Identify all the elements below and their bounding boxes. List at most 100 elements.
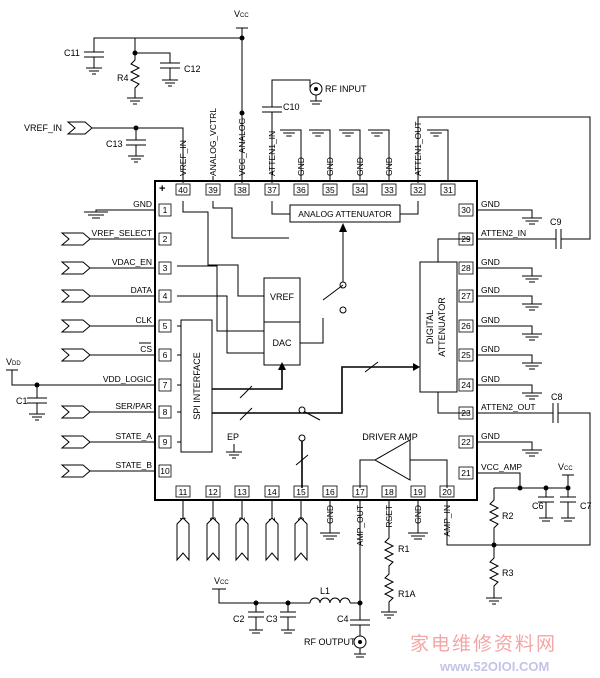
pin-box <box>293 183 309 196</box>
pin-number: 33 <box>384 185 394 195</box>
pin-number: 2 <box>163 234 168 244</box>
pin-box <box>293 485 309 498</box>
pin-box <box>458 466 474 480</box>
pin-label: GND <box>481 285 500 295</box>
pin-box <box>352 183 368 196</box>
svg-text:家电维修资料网: 家电维修资料网 <box>410 633 557 655</box>
pin-number: 14 <box>267 487 277 497</box>
svg-text:R2: R2 <box>502 511 514 521</box>
svg-text:R1A: R1A <box>398 589 416 599</box>
pin-label: GND <box>481 431 500 441</box>
pin-number: 28 <box>461 263 471 273</box>
bottom-data-ports <box>176 500 308 562</box>
pin-box <box>458 435 474 449</box>
watermark: 家电维修资料网 www.52OIOI.COM <box>410 633 557 674</box>
pin-number: 40 <box>178 185 188 195</box>
pin-label: GND <box>133 199 152 209</box>
svg-text:C2: C2 <box>233 614 245 624</box>
rf-input-port: RF INPUT <box>309 82 367 105</box>
svg-text:R3: R3 <box>502 568 514 578</box>
pin-number: 5 <box>163 321 168 331</box>
vcc-top: VCC <box>93 9 249 183</box>
pin-box <box>175 183 191 196</box>
pin-label: VDD_LOGIC <box>103 374 152 384</box>
svg-text:EP: EP <box>227 432 239 442</box>
pin-label: GND <box>481 199 500 209</box>
pin1-marker: + <box>159 183 165 195</box>
pin-label: GND <box>481 257 500 267</box>
pin-box <box>158 319 172 333</box>
pin-number: 16 <box>325 487 335 497</box>
pin-box <box>175 485 191 498</box>
capacitor-c12: C12 <box>135 52 201 87</box>
pin-number: 30 <box>461 205 471 215</box>
exposed-pad: EP <box>226 432 242 459</box>
pin-number: 4 <box>163 291 168 301</box>
bottom-gnd-16 <box>320 500 340 540</box>
svg-text:www.52OIOI.COM: www.52OIOI.COM <box>439 659 549 674</box>
svg-text:VCC: VCC <box>214 576 229 586</box>
pin-number: 1 <box>163 205 168 215</box>
resistor-r4: R4 <box>117 38 143 105</box>
resistor-r2: R2 <box>488 488 514 548</box>
pin-label: SER/PAR <box>115 401 152 411</box>
vcc-amp-network: VCC <box>477 462 574 491</box>
pin-number: 27 <box>461 291 471 301</box>
pin-box <box>158 261 172 275</box>
pin-box <box>322 485 338 498</box>
pin-label: STATE_B <box>115 460 152 470</box>
svg-text:L1: L1 <box>320 586 330 596</box>
svg-text:SPI INTERFACE: SPI INTERFACE <box>192 352 202 420</box>
rf-output-port: RF OUTPUT <box>304 635 367 658</box>
pin-number: 19 <box>413 487 423 497</box>
pin-number: 18 <box>384 487 394 497</box>
svg-text:RF OUTPUT: RF OUTPUT <box>304 637 356 647</box>
pin-box <box>322 183 338 196</box>
pin-number: 37 <box>267 185 277 195</box>
capacitor-c4: C4 <box>337 614 370 636</box>
capacitor-c2: C2 <box>233 603 264 634</box>
pin-number: 31 <box>443 185 453 195</box>
pin-box <box>458 348 474 362</box>
pin-box <box>458 378 474 392</box>
pin-box <box>158 405 172 419</box>
pin-box <box>410 183 426 196</box>
vdd-supply: VDD <box>6 357 155 388</box>
pin-number: 11 <box>179 487 188 497</box>
left-input-ports <box>60 232 155 478</box>
svg-text:C6: C6 <box>532 501 544 511</box>
pin-label: ANALOG_VCTRL <box>208 108 218 176</box>
pin-number: 34 <box>355 185 365 195</box>
svg-text:C8: C8 <box>551 392 563 402</box>
svg-text:C1: C1 <box>16 396 28 406</box>
svg-text:VCC: VCC <box>234 9 249 19</box>
pin-box <box>458 261 474 275</box>
pin-box <box>264 485 280 498</box>
pin-number: 36 <box>296 185 306 195</box>
svg-text:C9: C9 <box>550 217 562 227</box>
pin-box <box>458 319 474 333</box>
svg-text:VREF: VREF <box>270 292 295 302</box>
svg-text:C7: C7 <box>580 501 592 511</box>
pin-label: VREF_SELECT <box>92 228 152 238</box>
pin-label: ATTEN2_OUT <box>481 402 536 412</box>
digital-attenuator-block: DIGITAL ATTENUATOR <box>419 261 458 393</box>
pin-label: GND <box>481 374 500 384</box>
pin-number: 25 <box>461 350 471 360</box>
pin-box <box>458 289 474 303</box>
svg-text:C13: C13 <box>106 139 123 149</box>
pin-number: 15 <box>296 487 306 497</box>
svg-text:ATTENUATOR: ATTENUATOR <box>437 297 447 357</box>
pin-label: DATA <box>131 285 153 295</box>
svg-text:DIGITAL: DIGITAL <box>425 310 435 344</box>
pin-label: CS <box>140 344 152 354</box>
pin-label: GND <box>481 344 500 354</box>
right-gnd-symbols <box>477 209 542 457</box>
pin-number: 8 <box>163 407 168 417</box>
svg-text:C11: C11 <box>64 48 80 58</box>
pin-box <box>264 183 280 196</box>
pin-number: 7 <box>163 380 168 390</box>
pin-number: 12 <box>208 487 218 497</box>
svg-text:C3: C3 <box>266 614 278 624</box>
